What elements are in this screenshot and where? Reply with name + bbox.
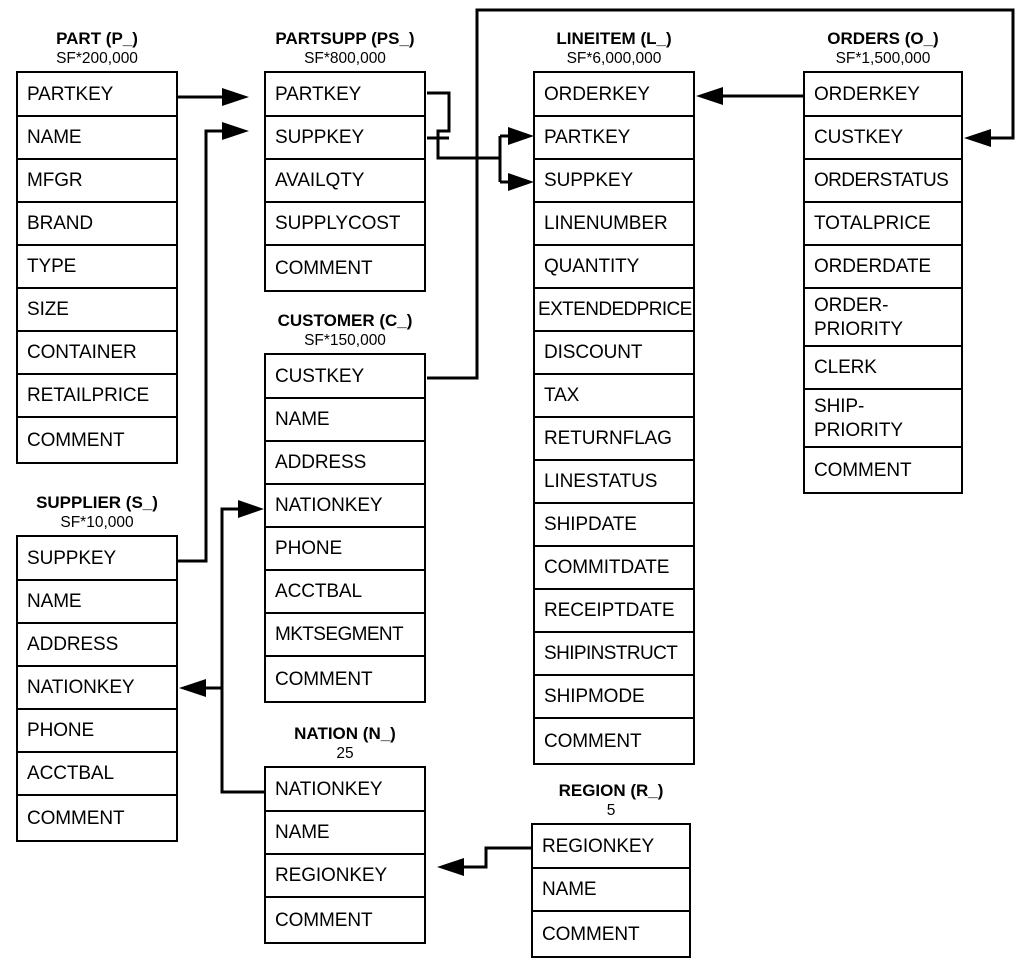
- field-lineitem-shipinstruct[interactable]: SHIPINSTRUCT: [535, 633, 693, 676]
- field-lineitem-suppkey[interactable]: SUPPKEY: [535, 160, 693, 203]
- field-lineitem-comment[interactable]: COMMENT: [544, 730, 642, 752]
- table-part-body: PARTKEY NAME MFGR BRAND TYPE SIZE CONTAI…: [16, 71, 178, 464]
- field-partsupp-availqty[interactable]: AVAILQTY: [266, 160, 424, 203]
- field-region-regionkey[interactable]: REGIONKEY: [533, 825, 689, 869]
- field-orders-clerk[interactable]: CLERK: [805, 347, 961, 390]
- field-customer-comment[interactable]: COMMENT: [275, 668, 373, 690]
- table-nation-cardinality: 25: [336, 745, 354, 762]
- field-customer-mktsegment[interactable]: MKTSEGMENT: [266, 614, 424, 657]
- field-part-type[interactable]: TYPE: [18, 246, 176, 289]
- table-nation-body: NATIONKEY NAME REGIONKEY COMMENT: [264, 766, 426, 944]
- field-orders-orderpriority[interactable]: ORDER- PRIORITY: [805, 289, 961, 347]
- table-customer: CUSTOMER (C_) SF*150,000 CUSTKEY NAME AD…: [264, 310, 426, 703]
- field-customer-nationkey[interactable]: NATIONKEY: [266, 485, 424, 528]
- field-lineitem-shipmode[interactable]: SHIPMODE: [535, 676, 693, 719]
- field-supplier-comment[interactable]: COMMENT: [27, 807, 125, 829]
- field-orders-orderkey[interactable]: ORDERKEY: [805, 73, 961, 117]
- table-supplier-title: SUPPLIER (S_): [36, 493, 158, 512]
- table-orders-title: ORDERS (O_): [827, 29, 939, 48]
- table-region: REGION (R_) 5 REGIONKEY NAME COMMENT: [531, 780, 691, 958]
- table-lineitem-title: LINEITEM (L_): [556, 29, 672, 48]
- table-part-cardinality: SF*200,000: [56, 50, 138, 67]
- table-part: PART (P_) SF*200,000 PARTKEY NAME MFGR B…: [16, 28, 178, 464]
- table-orders-cardinality: SF*1,500,000: [835, 50, 931, 67]
- table-customer-title: CUSTOMER (C_): [277, 311, 413, 330]
- field-customer-name[interactable]: NAME: [266, 399, 424, 442]
- table-partsupp-body: PARTKEY SUPPKEY AVAILQTY SUPPLYCOST COMM…: [264, 71, 426, 292]
- field-part-brand[interactable]: BRAND: [18, 203, 176, 246]
- field-nation-regionkey[interactable]: REGIONKEY: [266, 855, 424, 898]
- table-partsupp-cardinality: SF*800,000: [304, 50, 386, 67]
- field-lineitem-orderkey[interactable]: ORDERKEY: [535, 73, 693, 117]
- rel-partsupp-to-lineitem: [427, 91, 534, 191]
- table-supplier-cardinality: SF*10,000: [60, 514, 134, 531]
- rel-part-partkey-to-partsupp-partkey: [178, 88, 249, 106]
- rel-orders-orderkey-to-lineitem-orderkey: [696, 87, 803, 105]
- field-orders-custkey[interactable]: CUSTKEY: [805, 117, 961, 160]
- table-region-title: REGION (R_): [558, 781, 664, 800]
- field-lineitem-extendedprice[interactable]: EXTENDEDPRICE: [535, 289, 693, 332]
- table-orders-body: ORDERKEY CUSTKEY ORDERSTATUS TOTALPRICE …: [803, 71, 963, 494]
- table-supplier-body: SUPPKEY NAME ADDRESS NATIONKEY PHONE ACC…: [16, 535, 178, 842]
- field-part-mfgr[interactable]: MFGR: [18, 160, 176, 203]
- field-customer-address[interactable]: ADDRESS: [266, 442, 424, 485]
- field-nation-comment[interactable]: COMMENT: [275, 909, 373, 931]
- field-lineitem-partkey[interactable]: PARTKEY: [535, 117, 693, 160]
- table-customer-cardinality: SF*150,000: [304, 332, 386, 349]
- field-customer-acctbal[interactable]: ACCTBAL: [266, 571, 424, 614]
- table-region-body: REGIONKEY NAME COMMENT: [531, 823, 691, 958]
- field-part-container[interactable]: CONTAINER: [18, 332, 176, 375]
- field-orders-comment[interactable]: COMMENT: [814, 459, 912, 481]
- field-supplier-name[interactable]: NAME: [18, 581, 176, 624]
- field-lineitem-discount[interactable]: DISCOUNT: [535, 332, 693, 375]
- rel-nation-nationkey-to-customer-and-supplier-nationkey: [179, 500, 264, 794]
- field-lineitem-commitdate[interactable]: COMMITDATE: [535, 547, 693, 590]
- table-orders: ORDERS (O_) SF*1,500,000 ORDERKEY CUSTKE…: [803, 28, 963, 494]
- table-nation: NATION (N_) 25 NATIONKEY NAME REGIONKEY …: [264, 723, 426, 944]
- table-partsupp-title: PARTSUPP (PS_): [275, 29, 415, 48]
- field-customer-phone[interactable]: PHONE: [266, 528, 424, 571]
- field-nation-name[interactable]: NAME: [266, 812, 424, 855]
- field-supplier-address[interactable]: ADDRESS: [18, 624, 176, 667]
- rel-supplier-suppkey-to-partsupp-suppkey: [178, 122, 249, 563]
- field-orders-totalprice[interactable]: TOTALPRICE: [805, 203, 961, 246]
- field-part-retailprice[interactable]: RETAILPRICE: [18, 375, 176, 418]
- field-lineitem-returnflag[interactable]: RETURNFLAG: [535, 418, 693, 461]
- field-supplier-suppkey[interactable]: SUPPKEY: [18, 537, 176, 581]
- table-region-cardinality: 5: [606, 802, 616, 819]
- field-supplier-nationkey[interactable]: NATIONKEY: [18, 667, 176, 710]
- field-partsupp-comment[interactable]: COMMENT: [275, 257, 373, 279]
- field-part-size[interactable]: SIZE: [18, 289, 176, 332]
- table-lineitem: LINEITEM (L_) SF*6,000,000 ORDERKEY PART…: [533, 28, 695, 765]
- field-customer-custkey[interactable]: CUSTKEY: [266, 355, 424, 399]
- field-partsupp-supplycost[interactable]: SUPPLYCOST: [266, 203, 424, 246]
- table-lineitem-body: ORDERKEY PARTKEY SUPPKEY LINENUMBER QUAN…: [533, 71, 695, 765]
- field-supplier-acctbal[interactable]: ACCTBAL: [18, 753, 176, 796]
- field-lineitem-linestatus[interactable]: LINESTATUS: [535, 461, 693, 504]
- field-part-name[interactable]: NAME: [18, 117, 176, 160]
- field-part-partkey[interactable]: PARTKEY: [18, 73, 176, 117]
- table-customer-body: CUSTKEY NAME ADDRESS NATIONKEY PHONE ACC…: [264, 353, 426, 703]
- field-orders-shippriority[interactable]: SHIP- PRIORITY: [805, 390, 961, 448]
- field-region-comment[interactable]: COMMENT: [542, 923, 640, 945]
- field-supplier-phone[interactable]: PHONE: [18, 710, 176, 753]
- field-region-name[interactable]: NAME: [533, 869, 689, 912]
- field-part-comment[interactable]: COMMENT: [27, 429, 125, 451]
- field-nation-nationkey[interactable]: NATIONKEY: [266, 768, 424, 812]
- field-lineitem-receiptdate[interactable]: RECEIPTDATE: [535, 590, 693, 633]
- table-lineitem-cardinality: SF*6,000,000: [566, 50, 662, 67]
- table-part-title: PART (P_): [56, 29, 138, 48]
- field-partsupp-suppkey[interactable]: SUPPKEY: [266, 117, 424, 160]
- field-orders-orderdate[interactable]: ORDERDATE: [805, 246, 961, 289]
- field-lineitem-tax[interactable]: TAX: [535, 375, 693, 418]
- rel-region-regionkey-to-nation-regionkey: [437, 846, 531, 876]
- field-lineitem-quantity[interactable]: QUANTITY: [535, 246, 693, 289]
- table-partsupp: PARTSUPP (PS_) SF*800,000 PARTKEY SUPPKE…: [264, 28, 426, 292]
- field-orders-orderstatus[interactable]: ORDERSTATUS: [805, 160, 961, 203]
- table-nation-title: NATION (N_): [294, 724, 396, 743]
- field-partsupp-partkey[interactable]: PARTKEY: [266, 73, 424, 117]
- field-lineitem-shipdate[interactable]: SHIPDATE: [535, 504, 693, 547]
- table-supplier: SUPPLIER (S_) SF*10,000 SUPPKEY NAME ADD…: [16, 492, 178, 842]
- field-lineitem-linenumber[interactable]: LINENUMBER: [535, 203, 693, 246]
